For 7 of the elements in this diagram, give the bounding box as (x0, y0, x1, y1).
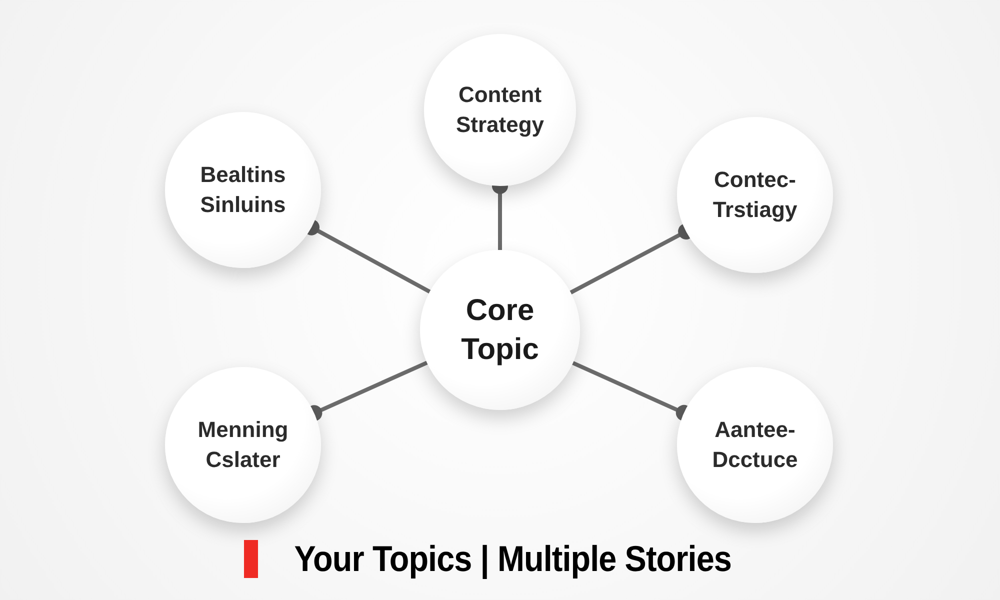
topic-label: Bealtins Sinluins (199, 161, 287, 219)
topic-label: Core Topic (460, 293, 540, 368)
caption: Your Topics | Multiple Stories (294, 538, 732, 580)
topic-label: Contec- Trstiagy (712, 166, 798, 224)
topic-label: Content Strategy (454, 81, 546, 139)
topic-label: Menning Cslater (196, 416, 290, 474)
topic-label: Aantee- Dcctuce (711, 416, 799, 474)
